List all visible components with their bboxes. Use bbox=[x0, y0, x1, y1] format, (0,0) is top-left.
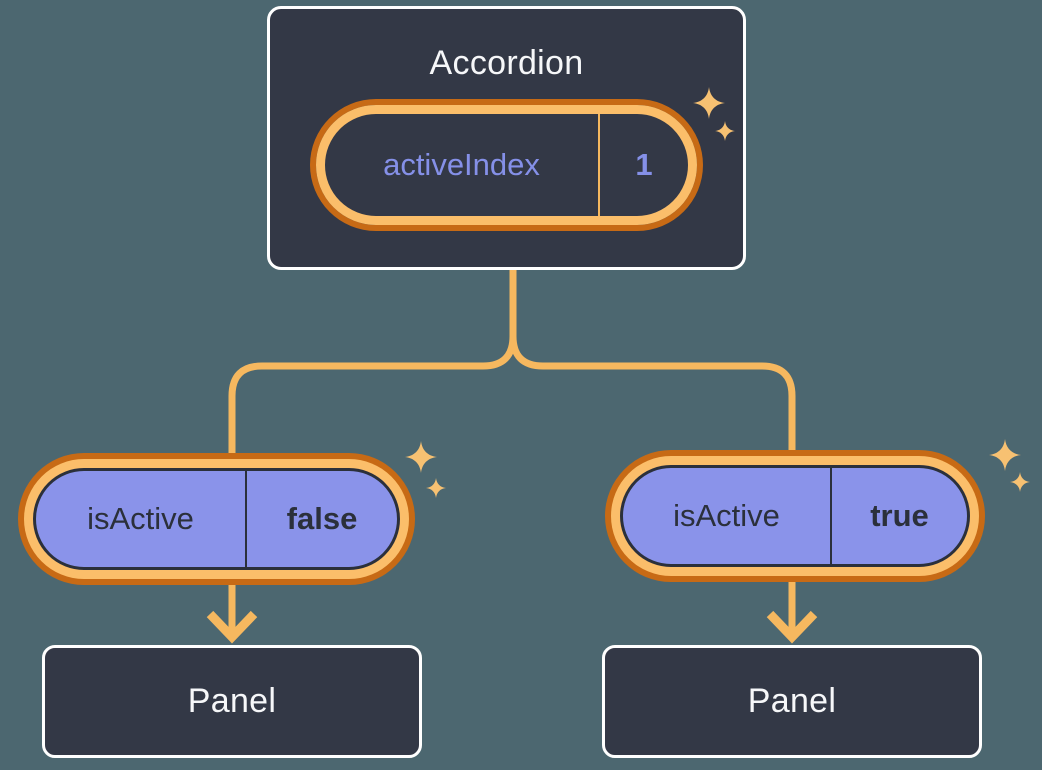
accordion-title: Accordion bbox=[429, 43, 584, 82]
panel-node-right: Panel bbox=[602, 645, 982, 758]
sparkle-icon bbox=[405, 441, 437, 473]
state-value-label: 1 bbox=[635, 147, 653, 182]
prop-value-label: true bbox=[870, 498, 929, 533]
panel-label: Panel bbox=[747, 682, 837, 720]
state-pill: activeIndex 1 bbox=[316, 105, 697, 225]
sparkle-icon bbox=[1010, 472, 1030, 492]
panel-node-left: Panel bbox=[42, 645, 422, 758]
connector-left-branch bbox=[228, 268, 517, 632]
panel-label: Panel bbox=[187, 682, 277, 720]
prop-value-label: false bbox=[286, 501, 358, 536]
pill-divider bbox=[598, 114, 600, 216]
pill-divider bbox=[245, 471, 247, 567]
accordion-node: Accordion activeIndex 1 bbox=[267, 6, 746, 270]
arrow-down-icon-right bbox=[766, 610, 818, 644]
prop-name-label: isActive bbox=[673, 498, 780, 533]
prop-pill-left: isActive false bbox=[33, 468, 400, 570]
prop-pill-right: isActive true bbox=[620, 465, 970, 567]
state-name-label: activeIndex bbox=[383, 147, 540, 182]
sparkle-icon bbox=[426, 478, 446, 498]
sparkle-icon bbox=[715, 121, 735, 141]
pill-divider bbox=[830, 468, 832, 564]
sparkle-icon bbox=[693, 87, 725, 119]
connector-right-branch bbox=[509, 268, 796, 632]
sparkle-icon bbox=[989, 439, 1021, 471]
prop-name-label: isActive bbox=[87, 501, 194, 536]
arrow-down-icon-left bbox=[206, 610, 258, 644]
